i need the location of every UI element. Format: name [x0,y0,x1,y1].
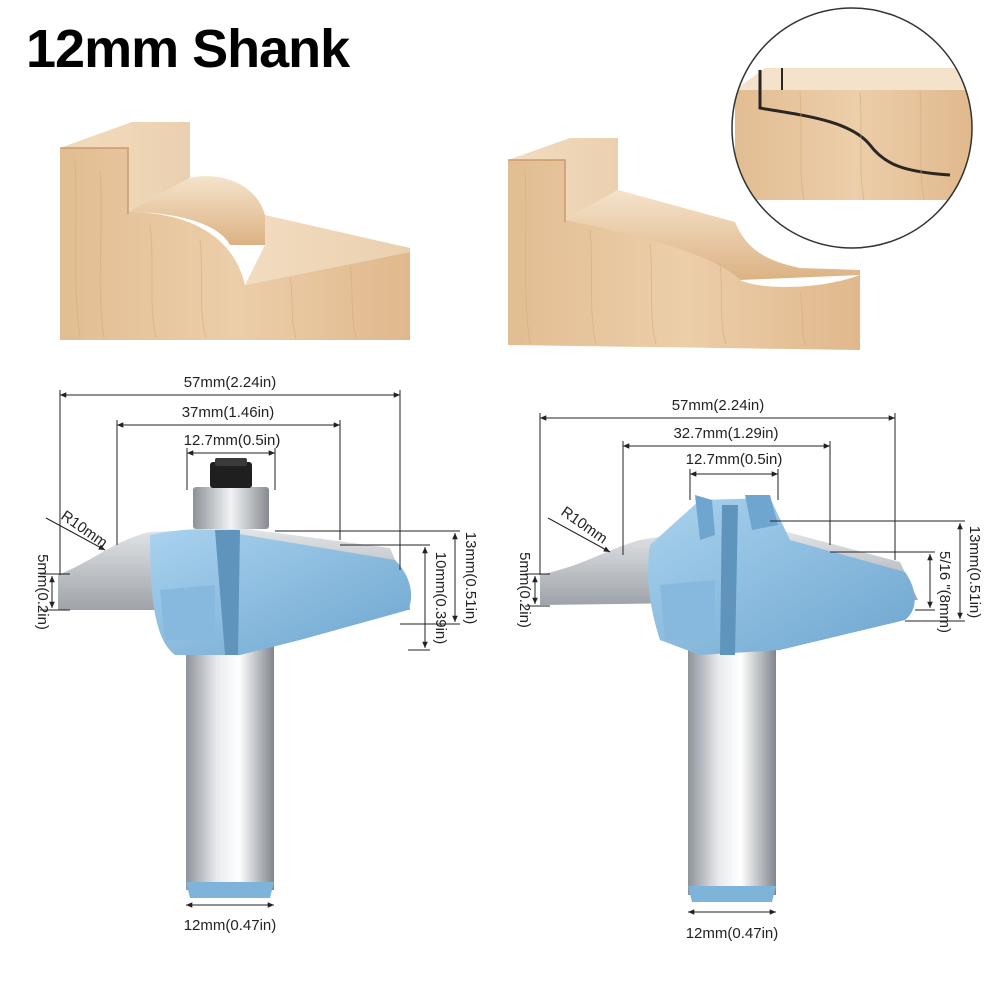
left-cutting-width-label: 37mm(1.46in) [182,404,275,421]
left-bearing-width-label: 12.7mm(0.5in) [184,432,281,449]
left-overall-width-label: 57mm(2.24in) [184,374,277,391]
right-shank-diameter-label: 12mm(0.47in) [686,925,779,942]
router-bit-right [540,495,918,902]
right-cutting-width-label: 32.7mm(1.29in) [673,425,778,442]
right-top-width-label: 12.7mm(0.5in) [686,451,783,468]
right-radius-label: R10mm [558,503,611,547]
zoom-detail-circle [731,7,973,249]
page-title: 12mm Shank [26,19,350,79]
router-bit-left [58,458,412,898]
left-shank-diameter-label: 12mm(0.47in) [184,917,277,934]
right-edge-height-label: 5mm(0.2in) [516,552,533,628]
left-total-height-label: 13mm(0.51in) [462,532,479,625]
left-profile-height-label: 10mm(0.39in) [432,552,449,645]
wood-profile-left [60,122,410,340]
right-profile-height-label: 5/16 "(8mm) [936,551,953,633]
dimension-lines-left [40,390,460,908]
left-edge-height-label: 5mm(0.2in) [34,554,51,630]
dimension-lines-right [525,413,965,915]
right-total-height-label: 13mm(0.51in) [966,526,983,619]
right-overall-width-label: 57mm(2.24in) [672,397,765,414]
wood-profile-right [508,138,860,350]
left-radius-label: R10mm [58,507,111,551]
